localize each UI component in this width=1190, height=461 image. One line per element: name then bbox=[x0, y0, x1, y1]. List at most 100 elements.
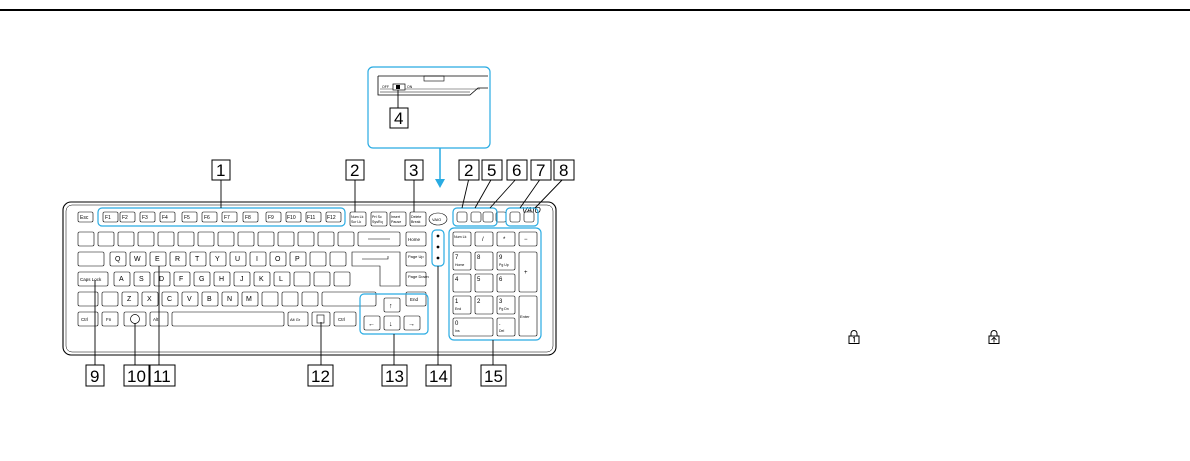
svg-text:Break: Break bbox=[411, 220, 421, 224]
svg-text:F12: F12 bbox=[327, 215, 336, 221]
svg-text:SysRq: SysRq bbox=[372, 220, 383, 224]
key-vol-up bbox=[523, 211, 535, 223]
svg-text:Del: Del bbox=[499, 329, 504, 333]
shift-row: Z X C V B N M bbox=[77, 291, 377, 307]
number-row bbox=[77, 231, 401, 247]
key-pagedown bbox=[405, 271, 427, 287]
svg-text:Alt: Alt bbox=[153, 317, 159, 322]
key-fn bbox=[101, 311, 119, 327]
key-f8 bbox=[242, 211, 259, 223]
key-f4 bbox=[159, 211, 176, 223]
callout-15 bbox=[480, 364, 507, 387]
numeric-lock-icon bbox=[848, 330, 860, 344]
key-tab bbox=[77, 251, 105, 267]
svg-text:Ins: Ins bbox=[455, 329, 460, 333]
indicator-caps bbox=[436, 245, 440, 249]
indicator-scroll bbox=[436, 256, 440, 260]
key-delete bbox=[409, 211, 427, 227]
key-capslock bbox=[77, 271, 109, 287]
svg-text:Q: Q bbox=[115, 256, 121, 263]
svg-text:Caps Lock: Caps Lock bbox=[80, 277, 102, 282]
svg-text:4: 4 bbox=[394, 109, 403, 128]
svg-text:/: / bbox=[482, 237, 484, 243]
callout-2a bbox=[345, 159, 365, 181]
svg-text:F9: F9 bbox=[268, 215, 274, 221]
svg-text:X: X bbox=[147, 296, 152, 303]
key-num0 bbox=[452, 317, 494, 337]
svg-text:12: 12 bbox=[311, 367, 330, 386]
svg-text:D: D bbox=[159, 276, 164, 283]
svg-text:8: 8 bbox=[559, 161, 568, 180]
svg-text:4: 4 bbox=[455, 277, 459, 283]
inset-frame bbox=[367, 66, 491, 149]
key-numlk bbox=[349, 211, 367, 227]
callout-3 bbox=[404, 159, 424, 181]
svg-text:Enter: Enter bbox=[520, 314, 530, 319]
key-num8 bbox=[474, 251, 494, 271]
svg-text:↓: ↓ bbox=[389, 321, 393, 328]
callout-6 bbox=[506, 159, 528, 181]
key-altgr bbox=[287, 311, 309, 327]
key-numlock bbox=[452, 231, 472, 247]
svg-text:14: 14 bbox=[429, 367, 448, 386]
key-num-slash bbox=[474, 231, 494, 247]
key-enter bbox=[351, 251, 401, 287]
key-media-3 bbox=[482, 211, 494, 223]
svg-text:2: 2 bbox=[477, 299, 481, 305]
svg-text:R: R bbox=[175, 256, 180, 263]
svg-text:I: I bbox=[256, 256, 258, 263]
key-num4 bbox=[452, 273, 472, 293]
header-rule bbox=[0, 9, 1190, 11]
key-f11 bbox=[305, 211, 322, 223]
key-num2 bbox=[474, 295, 494, 315]
key-vaio-assist bbox=[428, 212, 448, 226]
key-num3 bbox=[496, 295, 516, 315]
svg-text:↑: ↑ bbox=[389, 303, 393, 310]
svg-text:7: 7 bbox=[536, 161, 545, 180]
svg-text:J: J bbox=[240, 276, 244, 283]
svg-text:Num Lk: Num Lk bbox=[351, 215, 364, 219]
svg-text:W: W bbox=[134, 256, 141, 263]
key-num-star bbox=[496, 231, 516, 247]
keypad-highlight bbox=[448, 227, 542, 341]
key-insert bbox=[389, 211, 407, 227]
key-f9 bbox=[265, 211, 282, 223]
key-num-dot bbox=[496, 317, 516, 337]
svg-text:*: * bbox=[503, 237, 506, 243]
qwerty-row: Q W E R T Y U I O P bbox=[77, 251, 401, 287]
svg-text:G: G bbox=[199, 276, 204, 283]
key-f10 bbox=[285, 211, 302, 223]
svg-text:L: L bbox=[279, 276, 283, 283]
key-right bbox=[403, 315, 421, 331]
key-ctrl-left bbox=[77, 311, 99, 327]
callout-10 bbox=[123, 364, 150, 387]
home-row: Caps Lock A S D F G H J K L bbox=[77, 271, 351, 287]
svg-text:F4: F4 bbox=[162, 215, 168, 221]
svg-text:Delete: Delete bbox=[411, 215, 421, 219]
svg-text:13: 13 bbox=[385, 367, 404, 386]
caps-lock-icon bbox=[988, 330, 1000, 344]
key-num5 bbox=[474, 273, 494, 293]
key-up bbox=[383, 297, 401, 313]
key-space bbox=[171, 311, 285, 327]
vaio-logo: VAIO bbox=[522, 206, 541, 215]
svg-text:+: + bbox=[524, 270, 528, 276]
svg-text:F5: F5 bbox=[184, 215, 190, 221]
svg-text:←: ← bbox=[368, 321, 375, 328]
svg-text:Y: Y bbox=[215, 256, 220, 263]
svg-text:F10: F10 bbox=[287, 215, 296, 221]
inset-arrow bbox=[435, 179, 445, 188]
svg-text:Alt Gr: Alt Gr bbox=[290, 317, 301, 322]
svg-text:F11: F11 bbox=[307, 215, 315, 221]
svg-text:End: End bbox=[410, 297, 419, 302]
key-num7 bbox=[452, 251, 472, 271]
svg-text:B: B bbox=[207, 296, 212, 303]
key-home bbox=[405, 231, 427, 247]
svg-text:Home: Home bbox=[408, 237, 421, 242]
key-num9 bbox=[496, 251, 516, 271]
svg-text:9: 9 bbox=[90, 367, 99, 386]
svg-text:F: F bbox=[179, 276, 183, 283]
menu-icon bbox=[316, 314, 325, 324]
key-f1 bbox=[102, 211, 119, 223]
key-num6 bbox=[496, 273, 516, 293]
